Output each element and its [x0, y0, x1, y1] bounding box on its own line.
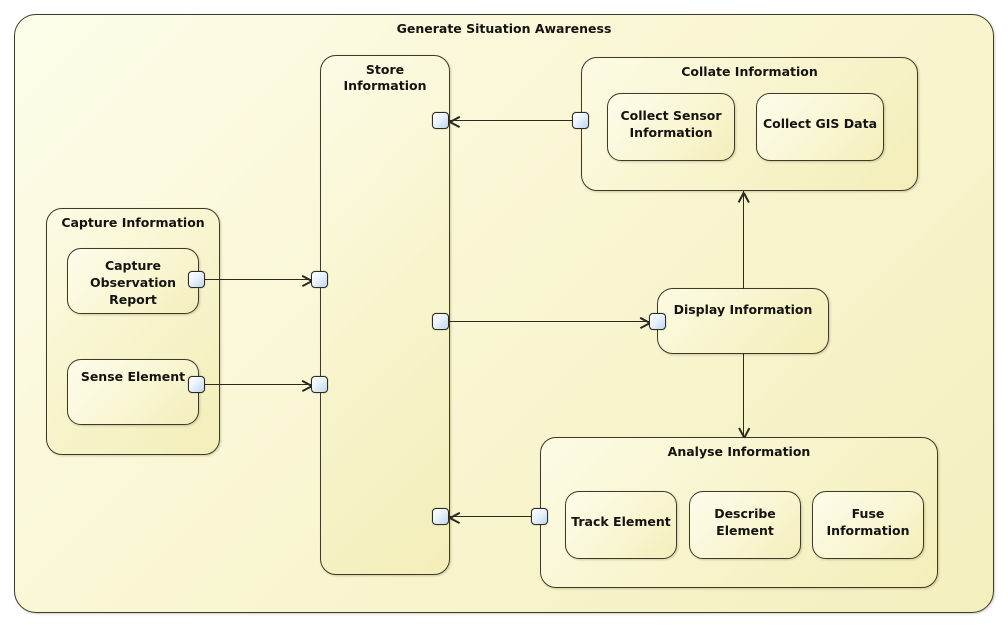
- connector-analyse-to-store: [449, 516, 531, 518]
- connector-display-to-analyse: [743, 353, 745, 438]
- diagram-title: Generate Situation Awareness: [396, 21, 612, 36]
- node-describe-element[interactable]: Describe Element: [689, 491, 801, 559]
- node-collect-gis-data[interactable]: Collect GIS Data: [756, 93, 884, 161]
- port-analyse-out[interactable]: [531, 508, 548, 525]
- connector-sense-element-to-store: [205, 384, 320, 386]
- node-fuse-information-label: Fuse Information: [826, 506, 910, 538]
- port-store-in-capture-report[interactable]: [311, 271, 328, 288]
- group-collate-information-label: Collate Information: [681, 64, 818, 79]
- group-analyse-information-label: Analyse Information: [667, 444, 811, 459]
- port-collate-out[interactable]: [572, 112, 589, 129]
- connector-store-to-display: [449, 321, 650, 323]
- port-store-in-analyse[interactable]: [432, 508, 449, 525]
- port-display-in[interactable]: [649, 313, 666, 330]
- connector-collate-to-store: [449, 120, 572, 122]
- port-store-in-sense-element[interactable]: [311, 376, 328, 393]
- port-store-in-collate[interactable]: [432, 112, 449, 129]
- port-capture-observation-report-out[interactable]: [188, 271, 205, 288]
- node-collect-sensor-information-label: Collect Sensor Information: [620, 108, 722, 140]
- port-store-out-display[interactable]: [432, 313, 449, 330]
- node-collect-sensor-information[interactable]: Collect Sensor Information: [607, 93, 735, 161]
- group-store-information-label: Store Information: [343, 62, 427, 93]
- node-capture-observation-report[interactable]: Capture Observation Report: [67, 248, 199, 314]
- group-capture-information-label: Capture Information: [61, 215, 205, 230]
- node-fuse-information[interactable]: Fuse Information: [812, 491, 924, 559]
- connector-capture-report-to-store: [205, 279, 320, 281]
- node-sense-element-label: Sense Element: [80, 369, 186, 384]
- group-store-information[interactable]: Store Information: [320, 55, 450, 575]
- node-track-element[interactable]: Track Element: [565, 491, 677, 559]
- port-sense-element-out[interactable]: [188, 376, 205, 393]
- connector-display-to-collate: [743, 191, 745, 289]
- node-capture-observation-report-label: Capture Observation Report: [90, 258, 176, 307]
- node-display-information-label: Display Information: [673, 302, 813, 317]
- node-collect-gis-data-label: Collect GIS Data: [762, 116, 878, 131]
- node-sense-element[interactable]: Sense Element: [67, 359, 199, 425]
- node-display-information[interactable]: Display Information: [657, 288, 829, 354]
- node-describe-element-label: Describe Element: [714, 506, 776, 538]
- node-track-element-label: Track Element: [571, 514, 671, 529]
